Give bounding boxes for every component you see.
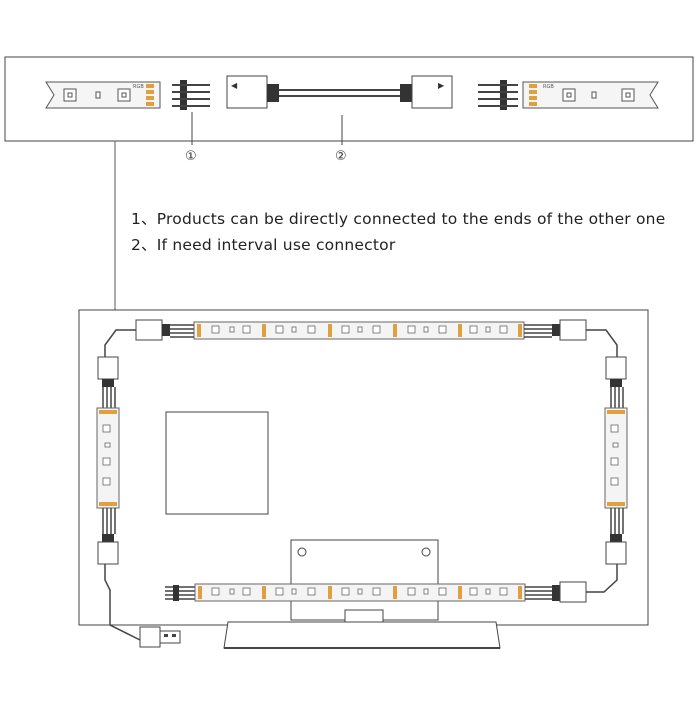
- pin-header-icon: [478, 80, 518, 110]
- instruction-line-2: 2、If need interval use connector: [131, 236, 396, 254]
- connector-cable-icon: [605, 356, 627, 408]
- led-strip-icon: [45, 81, 161, 109]
- usb-plug-icon: [139, 626, 181, 648]
- connector-cable-icon: [605, 508, 627, 565]
- led-strip-icon: [193, 321, 525, 340]
- pin-header-icon: [172, 80, 210, 110]
- callout-two: ②: [335, 149, 347, 164]
- led-strip-icon: [522, 81, 659, 109]
- strip-label-right: RGB: [543, 84, 554, 90]
- connector-cable-icon: ◀ ▶: [226, 75, 453, 109]
- tv-center-plate: [165, 411, 269, 515]
- led-strip-icon: [96, 407, 120, 509]
- pin-header-icon: [524, 319, 587, 341]
- connector-cable-icon: [97, 508, 119, 565]
- connector-cable-icon: [97, 356, 119, 408]
- strip-label-left: RGB: [133, 84, 144, 90]
- tv-stand-icon: [223, 539, 501, 649]
- led-strip-icon: [604, 407, 628, 509]
- pin-header-icon: [165, 585, 195, 601]
- instruction-line-1: 1、Products can be directly connected to …: [131, 210, 666, 228]
- callout-one: ①: [185, 149, 197, 164]
- svg-text:◀: ◀: [231, 81, 238, 90]
- svg-text:▶: ▶: [438, 81, 445, 90]
- led-strip-icon: [194, 583, 526, 602]
- pin-header-icon: [525, 581, 587, 603]
- pin-header-icon: [135, 319, 194, 341]
